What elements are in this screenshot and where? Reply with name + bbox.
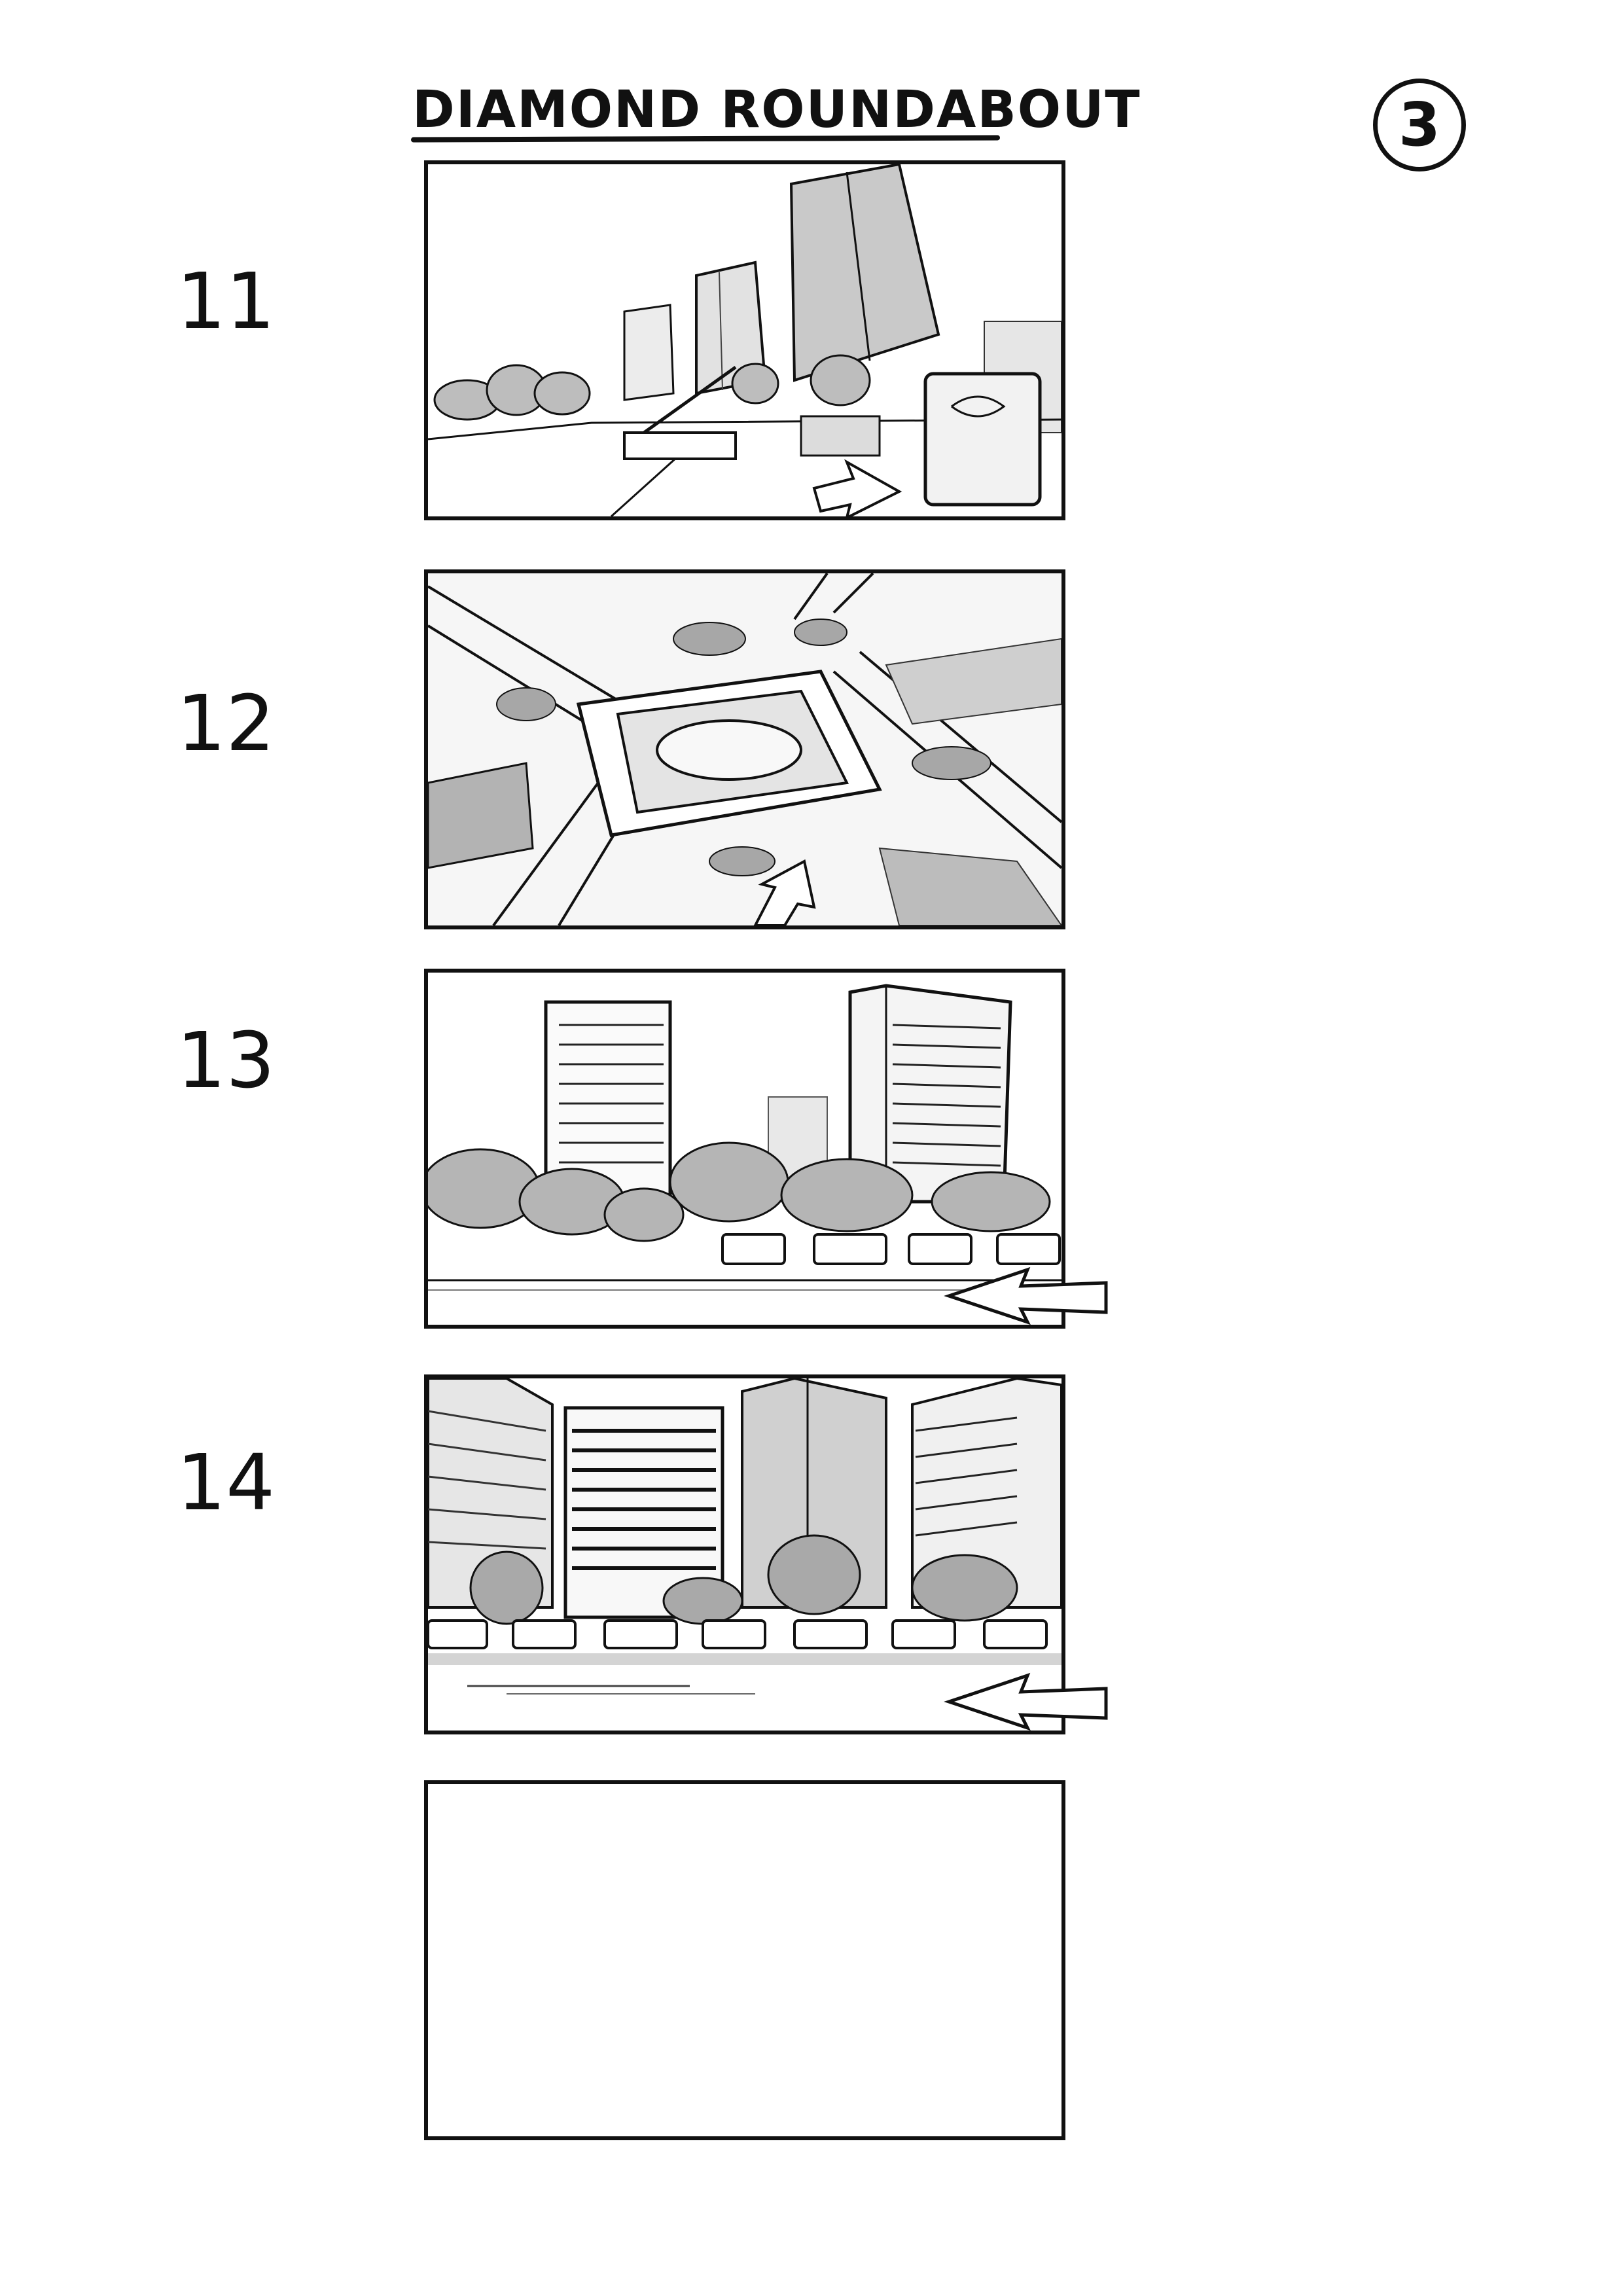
sheet-title: DIAMOND ROUNDABOUT <box>412 81 1141 139</box>
storyboard-panel-12 <box>424 569 1065 929</box>
shot-number-12: 12 <box>177 678 276 768</box>
storyboard-panel-14 <box>424 1374 1065 1734</box>
arrow-icon-13 <box>944 1266 1108 1325</box>
panel-12-sketch <box>428 573 1061 925</box>
storyboard-panel-13 <box>424 969 1065 1329</box>
panel-11-sketch <box>428 164 1061 516</box>
panel-13-sketch <box>428 984 1061 1291</box>
storyboard-panel-11 <box>424 160 1065 520</box>
storyboard-panel-empty <box>424 1780 1065 2140</box>
arrow-icon-14 <box>944 1672 1108 1731</box>
panel-14-sketch <box>428 1378 1061 1695</box>
shot-number-13: 13 <box>177 1015 276 1105</box>
shot-number-11: 11 <box>177 256 276 346</box>
page-number-badge: 3 <box>1373 79 1466 171</box>
shot-number-14: 14 <box>177 1437 276 1528</box>
